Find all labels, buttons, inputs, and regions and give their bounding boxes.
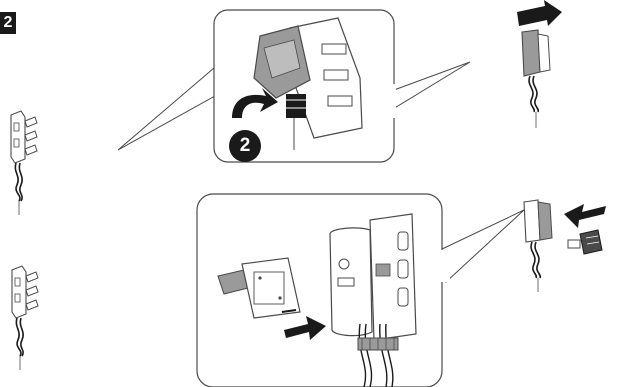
harness-clip-icon: [524, 200, 552, 292]
harness-clip-icon: [12, 266, 38, 370]
bottom-callout: [197, 194, 524, 387]
push-arrow-icon: [517, 0, 562, 26]
push-arrow-icon: [564, 204, 606, 228]
callout-step-badge: 2: [229, 130, 261, 162]
top-callout: [118, 10, 470, 162]
harness-clip-icon: [11, 111, 37, 215]
step-number-badge: 2: [0, 12, 16, 34]
harness-clip-icon: [522, 30, 550, 128]
connector-icon: [568, 230, 602, 254]
